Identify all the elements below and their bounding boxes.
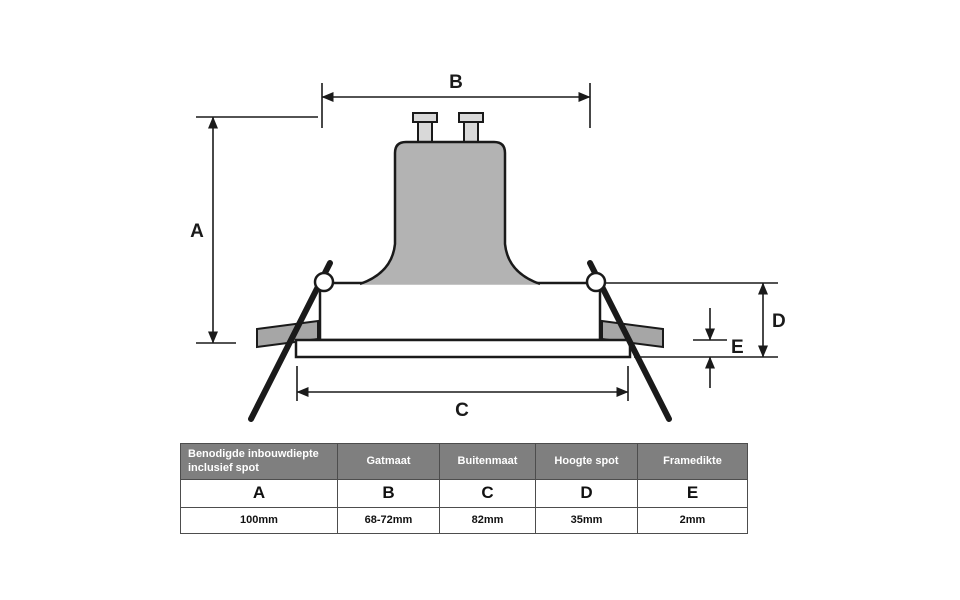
value-cell-c: 82mm — [439, 506, 536, 534]
value-cell-a: 100mm — [180, 506, 338, 534]
spot-frame — [294, 338, 632, 359]
dimension-e — [693, 308, 727, 388]
header-buitenmaat: Buitenmaat — [439, 443, 536, 480]
spotlight-dimension-diagram: B A C D E — [190, 72, 786, 422]
dimension-a — [196, 116, 318, 344]
spring-pivot-right — [585, 271, 607, 293]
table-value-row: 100mm 68-72mm 82mm 35mm 2mm — [180, 506, 748, 534]
bulb-pin-cap-left — [412, 112, 438, 123]
header-inbouwdiepte: Benodigde inbouwdiepte inclusief spot — [180, 443, 338, 480]
letter-cell-d: D — [535, 478, 638, 508]
dimension-c — [296, 366, 629, 401]
gu10-bulb — [359, 112, 541, 286]
value-cell-b: 68-72mm — [337, 506, 440, 534]
letter-cell-e: E — [637, 478, 748, 508]
dimension-label-d: D — [772, 311, 786, 332]
bulb-pin-cap-right — [458, 112, 484, 123]
header-hoogte-spot: Hoogte spot — [535, 443, 638, 480]
spot-housing — [318, 281, 602, 342]
dimension-b — [321, 83, 591, 128]
dimension-label-e: E — [731, 337, 744, 358]
dimension-label-c: C — [455, 400, 469, 421]
header-framedikte: Framedikte — [637, 443, 748, 480]
bulb-body — [359, 140, 541, 286]
letter-cell-c: C — [439, 478, 536, 508]
value-cell-e: 2mm — [637, 506, 748, 534]
table-header-row: Benodigde inbouwdiepte inclusief spot Ga… — [180, 443, 748, 480]
value-cell-d: 35mm — [535, 506, 638, 534]
letter-cell-b: B — [337, 478, 440, 508]
table-letter-row: A B C D E — [180, 478, 748, 508]
spring-pivot-left — [313, 271, 335, 293]
bulb-pin-right — [463, 121, 479, 143]
bulb-pin-left — [417, 121, 433, 143]
letter-cell-a: A — [180, 478, 338, 508]
dimension-label-b: B — [449, 72, 463, 93]
header-gatmaat: Gatmaat — [337, 443, 440, 480]
dimension-label-a: A — [190, 221, 204, 242]
dimension-table: Benodigde inbouwdiepte inclusief spot Ga… — [180, 443, 748, 534]
